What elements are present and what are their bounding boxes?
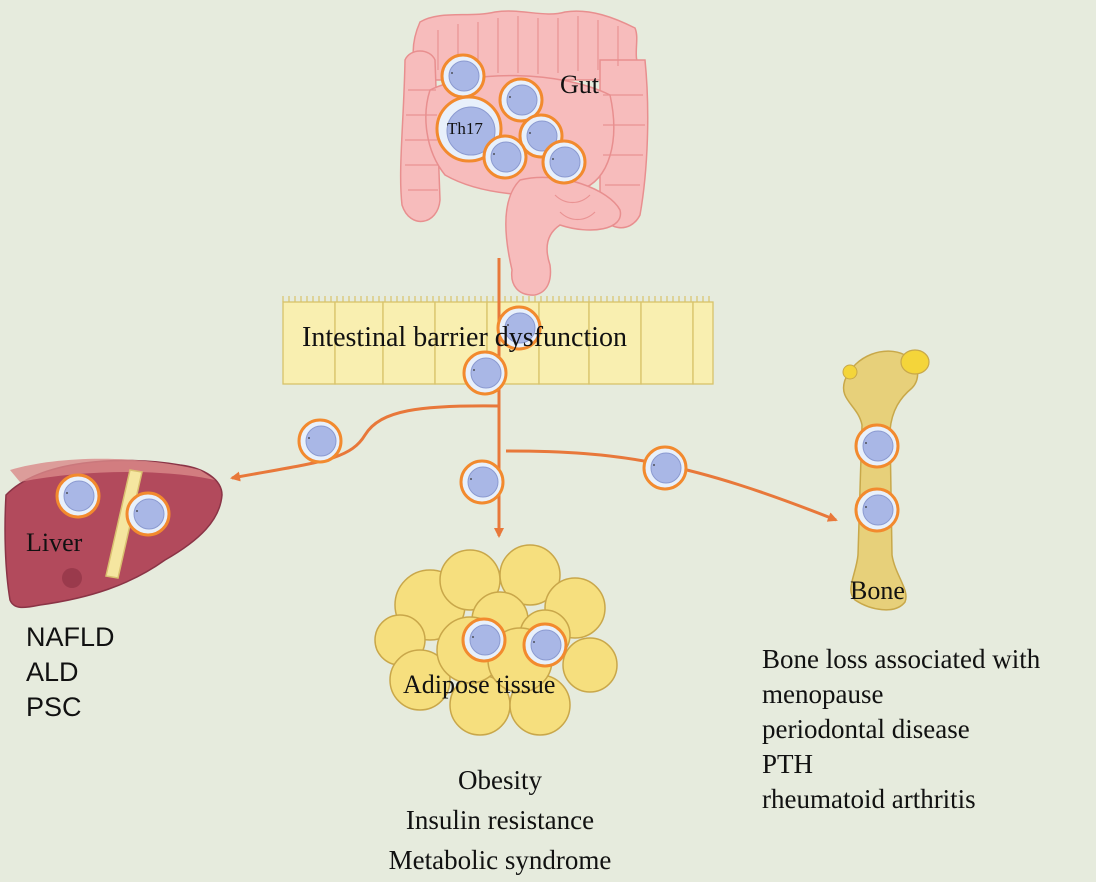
bone-disease: periodontal disease bbox=[762, 714, 970, 744]
bone-disease-list: Bone loss associated with menopause peri… bbox=[762, 642, 1040, 817]
adipose-disease: Obesity bbox=[458, 765, 542, 795]
barrier-label: Intestinal barrier dysfunction bbox=[302, 322, 628, 353]
bone-disease: PTH bbox=[762, 749, 814, 779]
migration-arrows bbox=[230, 258, 838, 538]
adipose-label: Adipose tissue bbox=[403, 670, 556, 699]
liver-disease-list: NAFLD ALD PSC bbox=[26, 620, 115, 725]
gut-illustration bbox=[399, 10, 649, 296]
liver-disease: PSC bbox=[26, 692, 82, 722]
bone-label: Bone bbox=[850, 576, 905, 605]
bone-disease: rheumatoid arthritis bbox=[762, 784, 976, 814]
adipose-illustration bbox=[374, 544, 618, 736]
liver-disease: NAFLD bbox=[26, 622, 115, 652]
adipose-disease: Metabolic syndrome bbox=[388, 845, 612, 875]
bone-illustration bbox=[842, 349, 930, 611]
liver-illustration bbox=[4, 458, 223, 609]
bone-disease: Bone loss associated with bbox=[762, 644, 1041, 674]
liver-label: Liver bbox=[26, 528, 83, 557]
adipose-disease-list: Obesity Insulin resistance Metabolic syn… bbox=[360, 760, 640, 880]
gut-label: Gut bbox=[560, 70, 599, 99]
liver-disease: ALD bbox=[26, 657, 79, 687]
bone-disease: menopause bbox=[762, 679, 884, 709]
th17-label: Th17 bbox=[447, 119, 483, 138]
adipose-disease: Insulin resistance bbox=[405, 805, 595, 835]
